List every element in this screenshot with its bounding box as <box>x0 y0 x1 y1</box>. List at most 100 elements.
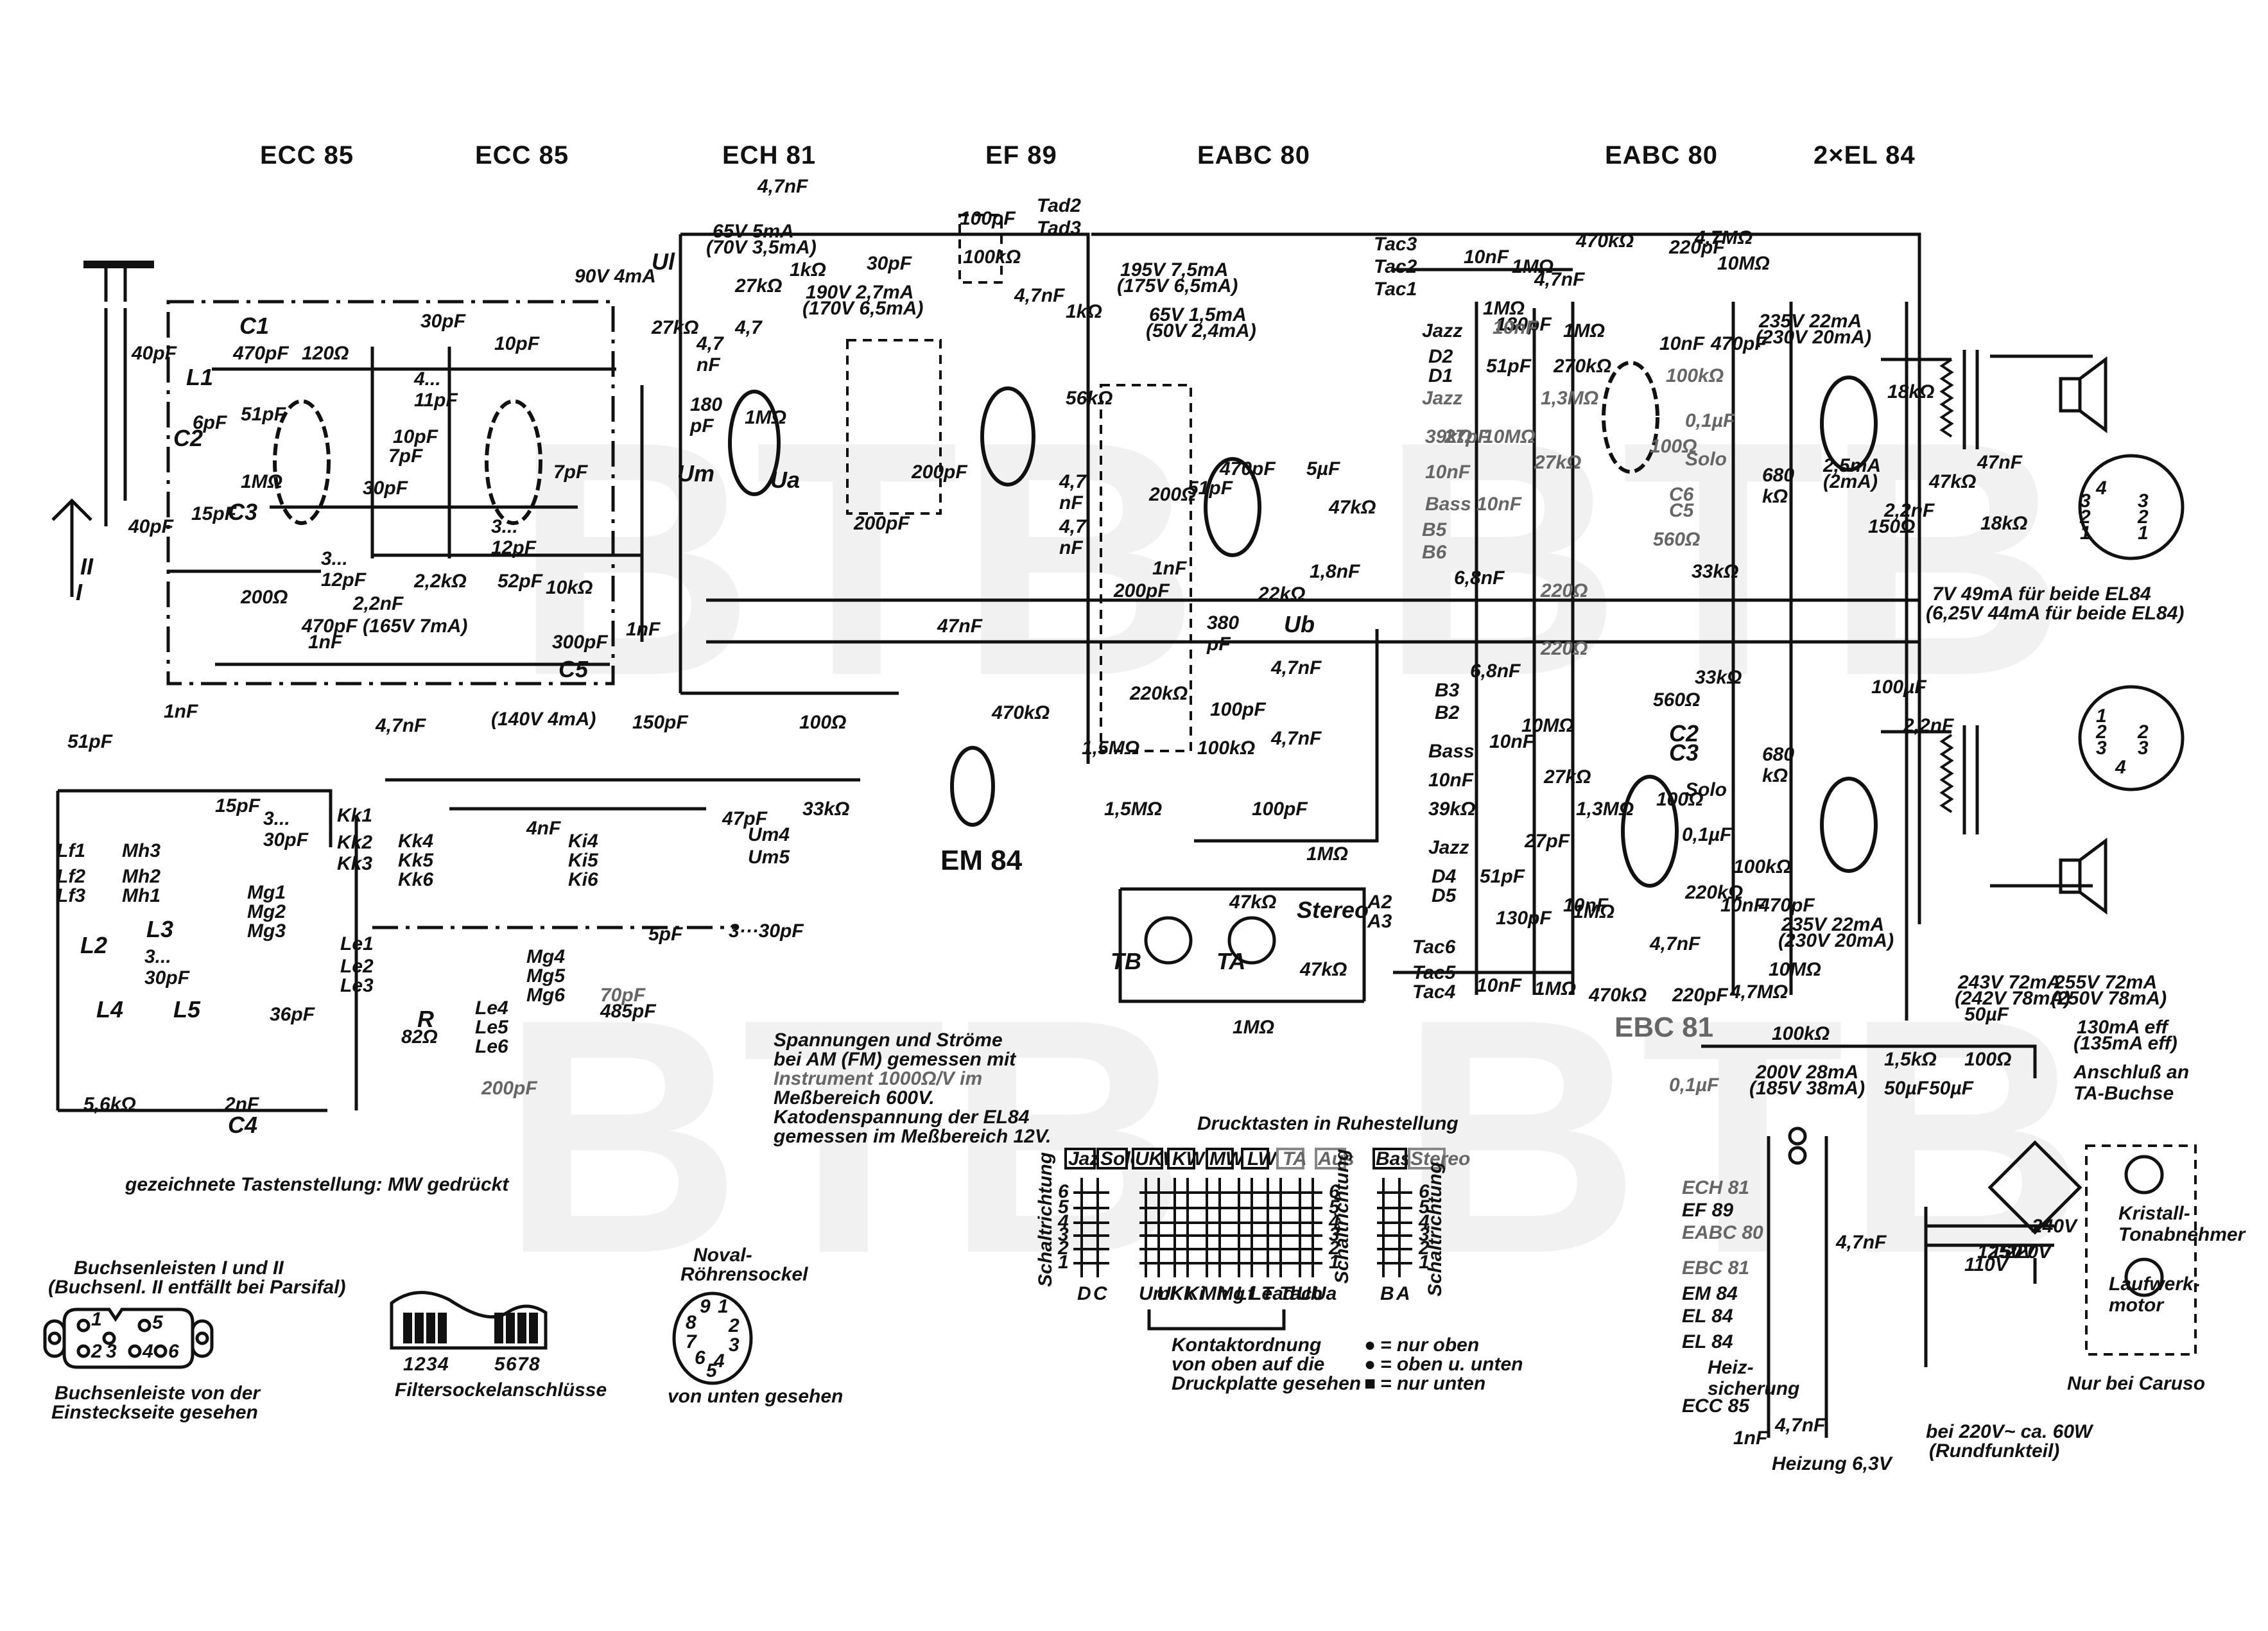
label-pushbuttons-row-numbers-1: 5 <box>1419 1196 1430 1218</box>
label-component-labels-c6-8nf-b: 6,8nF <box>1470 660 1521 682</box>
label-component-labels-r150: 150Ω <box>1868 516 1915 537</box>
label-component-labels-r100k-d: 100kΩ <box>1733 856 1791 877</box>
label-component-labels-r1m-d: 1MΩ <box>1573 901 1614 922</box>
label-pushbuttons-legend-1-symbol: ● <box>1364 1354 1376 1375</box>
label-component-labels-r22k: 22kΩ <box>1258 583 1305 605</box>
wiring <box>51 214 2197 1438</box>
label-component-labels-r47k-ot: 47kΩ <box>1928 471 1976 492</box>
label-component-labels-c51pf-v: 51pF <box>1188 478 1233 499</box>
label-pushbuttons-legend-1-label: = oben u. unten <box>1380 1354 1523 1375</box>
label-component-labels-tad2: Tad2 <box>1037 195 1081 216</box>
label-component-labels-caruso: Nur bei Caruso <box>2067 1373 2205 1394</box>
lower-af-labels: B3 B2 6,8nF 10nF Bass 10nF 39kΩ Jazz D4 … <box>1428 660 1954 1096</box>
label-notes-measure-5: gemessen im Meßbereich 12V. <box>773 1126 1051 1147</box>
label-component-labels-c4-7nf-f: 4,7nF <box>1649 933 1701 954</box>
label-component-labels-jazz3: Jazz <box>1428 837 1469 858</box>
label-component-labels-um: Um <box>677 460 714 487</box>
label-pushbuttons-cols-main-2: Kk <box>1170 1283 1195 1304</box>
label-speaker-conn-pins-upper-1: 3 <box>2080 490 2091 512</box>
label-pushbuttons-cols-main-5: Mg <box>1217 1283 1245 1304</box>
label-component-labels-kk6: Kk6 <box>398 869 433 890</box>
label-heater-tubes-5: EL 84 <box>1682 1306 1733 1327</box>
label-speaker-conn-pins-lower-2: 2 <box>2137 721 2149 743</box>
label-component-labels-tac6: Tac6 <box>1412 936 1456 958</box>
button-labels: Jazz Solo UKW KW MW LW TA Aus Bass Stere… <box>1064 1148 1470 1169</box>
label-component-labels-r10m-d: 10MΩ <box>1769 959 1821 980</box>
label-component-labels-c5: C5 <box>558 656 589 682</box>
label-component-labels-tb: TB <box>1111 948 1141 974</box>
label-pushbuttons-legend-2-symbol: ■ <box>1364 1373 1376 1394</box>
label-component-labels-c2-2nf: 2,2nF <box>352 593 404 614</box>
label-pushbuttons-row-numbers-0: 6 <box>1058 1181 1069 1202</box>
label-component-labels-tac2: Tac2 <box>1374 256 1417 277</box>
label-component-labels-mg5: Mg5 <box>526 965 566 987</box>
label-component-labels-v243b: (242V 78mA) <box>1955 988 2070 1009</box>
label-sockets-buchsen-caption-1: Einsteckseite gesehen <box>51 1402 258 1423</box>
label-component-labels-r1m: 1MΩ <box>745 407 786 428</box>
label-component-labels-r100-c: 100Ω <box>1656 789 1703 810</box>
label-component-labels-r1-5m-b: 1,5MΩ <box>1104 798 1162 820</box>
label-component-labels-l5: L5 <box>173 996 201 1023</box>
label-component-labels-c1nf-h: 1nF <box>1733 1428 1768 1449</box>
label-component-labels-c1-val: 470pF <box>232 343 289 364</box>
label-component-labels-mh1: Mh1 <box>122 885 160 906</box>
label-component-labels-r220-b: 220Ω <box>1540 638 1588 659</box>
label-component-labels-c10nf-tube: 10nF <box>1493 317 1538 338</box>
label-component-labels-c10nf-e: 10nF <box>1476 975 1522 996</box>
label-component-labels-c27pf: 27pF <box>1444 426 1490 447</box>
label-notes-measure-2: Instrument 1000Ω/V im <box>774 1068 982 1089</box>
label-component-labels-c470pf-b: 470pF <box>301 616 358 637</box>
column-labels: D C Um Ul Kk Ki Mh Mg Lf Le Tad Tac Ub U… <box>1077 1283 1410 1304</box>
label-component-labels-c15pf-o: 15pF <box>215 795 261 816</box>
label-component-labels-c70pf: 70pF <box>600 985 646 1006</box>
label-speaker-conn-pins-lower-4: 3 <box>2138 738 2149 759</box>
tube-label-eabc80-1: EABC 80 <box>1197 141 1310 169</box>
label-pushbuttons-cols-main-4: Mh <box>1200 1283 1228 1304</box>
label-speaker-conn-pins-lower-5: 4 <box>2115 757 2126 778</box>
label-component-labels-t240: 240V <box>2031 1216 2079 1237</box>
label-component-labels-r560-b: 560Ω <box>1653 689 1700 711</box>
label-component-labels-r100-d: 100Ω <box>1964 1049 2011 1070</box>
label-pushbuttons-cols-right-1: A <box>1396 1283 1410 1304</box>
label-component-labels-c0-1uf-b: 0,1µF <box>1682 824 1732 845</box>
label-sockets-noval-pins-7: 8 <box>686 1312 697 1333</box>
label-sockets-noval-pins-0: 1 <box>718 1296 729 1317</box>
label-component-labels-c40pf-a: 40pF <box>131 343 177 364</box>
label-component-labels-c100pf-c: 100pF <box>1252 798 1308 820</box>
filter-socket: 1 2 3 4 5 6 7 8 Filtersockelanschlüsse <box>390 1291 607 1401</box>
label-component-labels-r1m-top: 1MΩ <box>1512 256 1554 277</box>
label-component-labels-a2: A2 <box>1367 892 1392 913</box>
label-component-labels-r100k-e: 100kΩ <box>1772 1023 1830 1044</box>
label-component-labels-c10pf: 10pF <box>494 333 540 354</box>
label-component-labels-r10k: 10kΩ <box>546 577 593 598</box>
label-component-labels-c2nf: 2nF <box>224 1094 259 1115</box>
label-component-labels-c470pf-c: 470pF <box>1219 458 1276 479</box>
label-component-labels-r100-b: 100Ω <box>1650 436 1697 457</box>
label-component-labels-v7: 7V 49mA für beide EL84 <box>1932 583 2151 605</box>
label-component-labels-c10nf-b3: 10nF <box>1428 770 1474 791</box>
label-pushbuttons-row-numbers-0: 6 <box>1419 1181 1430 1202</box>
label-component-labels-tac5: Tac5 <box>1412 962 1457 983</box>
label-component-labels-b5: B5 <box>1422 519 1448 540</box>
label-component-labels-c47nf-ef: 4,7nF <box>1014 285 1065 306</box>
label-component-labels-i130: 130mA eff <box>2077 1017 2170 1038</box>
label-component-labels-c47nf-d: 4,7nF <box>1270 657 1322 678</box>
label-component-labels-ant-ii: II <box>80 553 94 580</box>
label-component-labels-c51pf: 51pF <box>241 404 286 425</box>
label-heater-tubes-4: EM 84 <box>1682 1283 1738 1304</box>
matrix-grid <box>1073 1178 1412 1277</box>
label-component-labels-v243: 243V 72mA <box>1957 972 2061 993</box>
label-component-labels-r27k-j: 27kΩ <box>1534 452 1581 473</box>
label-component-labels-c10nf-b2: 10nF <box>1489 731 1535 752</box>
label-sockets-filter-pins-3: 4 <box>437 1354 449 1375</box>
label-watermark: BTB <box>501 950 1187 1323</box>
label-component-labels-c220pf: 220pF <box>1668 237 1725 258</box>
label-component-labels-d1: D1 <box>1428 365 1453 386</box>
label-component-labels-tac4: Tac4 <box>1412 981 1456 1003</box>
label-component-labels-l4: L4 <box>96 996 123 1023</box>
label-pushbuttons-buttons-main-4: TA <box>1283 1148 1307 1169</box>
